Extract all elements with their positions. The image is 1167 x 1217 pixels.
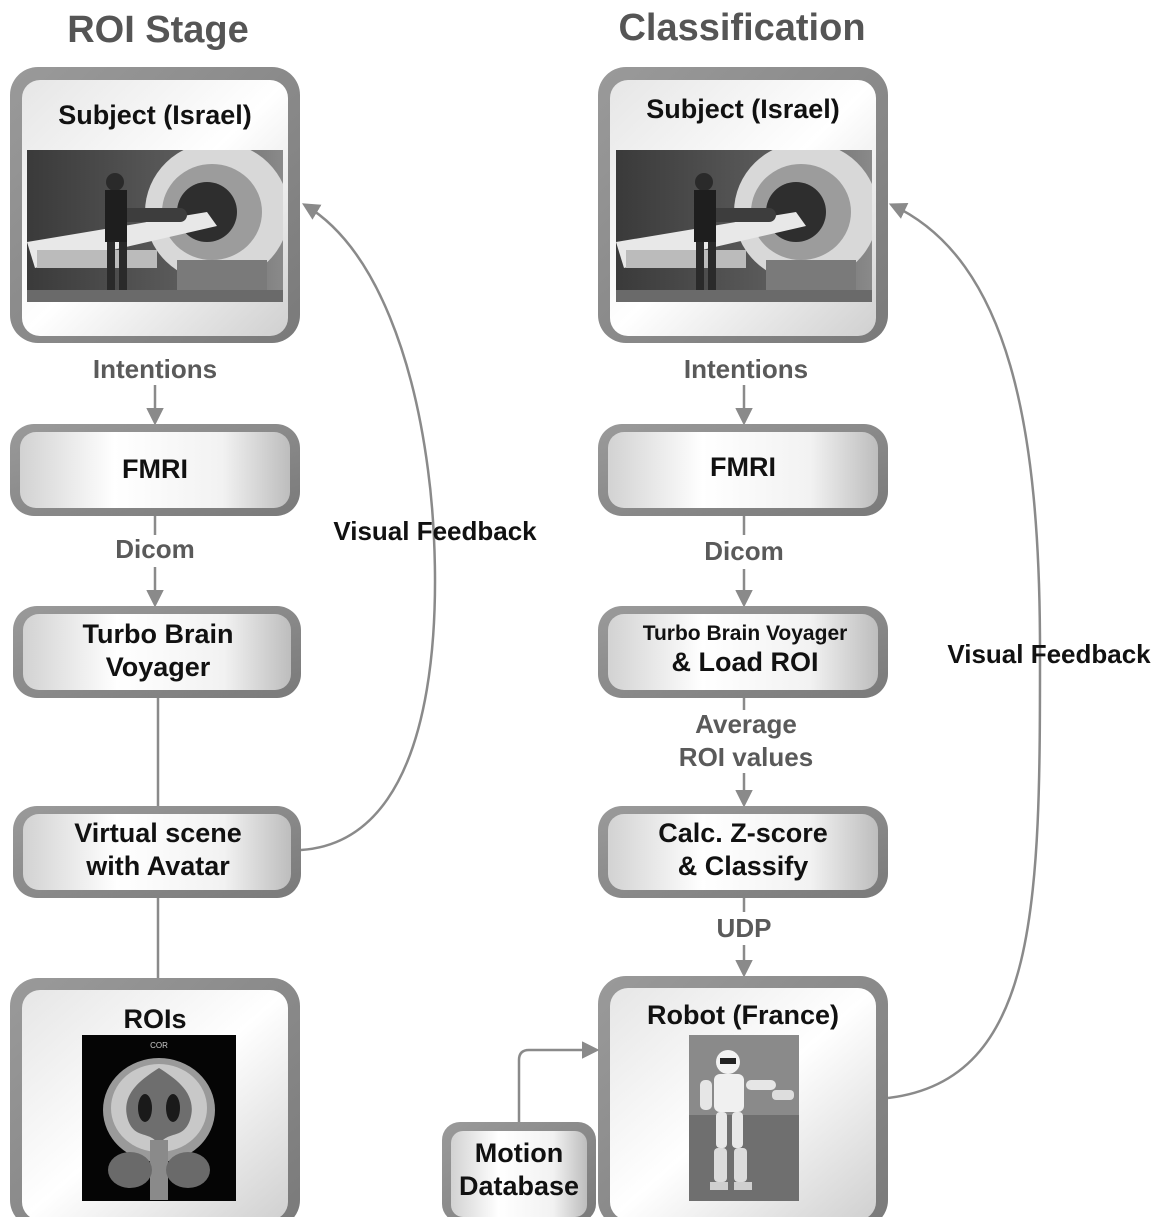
left-virtual-label-line1: Virtual scene bbox=[74, 818, 242, 848]
right-intentions-label: Intentions bbox=[684, 354, 808, 384]
left-fmri-box: FMRI bbox=[10, 424, 300, 516]
motion-database-label-line1: Motion bbox=[475, 1138, 563, 1168]
right-robot-box: Robot (France) bbox=[598, 976, 888, 1217]
right-tbv-label-line2: & Load ROI bbox=[672, 647, 819, 677]
right-subject-label: Subject (Israel) bbox=[646, 94, 840, 124]
left-rois-box: ROIs COR bbox=[10, 978, 300, 1217]
right-calc-label-line1: Calc. Z-score bbox=[658, 818, 828, 848]
right-feedback-arrow bbox=[887, 203, 1042, 1100]
motion-database-box: Motion Database bbox=[442, 1122, 596, 1217]
right-tbv-box: Turbo Brain Voyager & Load ROI bbox=[598, 606, 888, 698]
left-fmri-label: FMRI bbox=[122, 454, 188, 484]
left-rois-label: ROIs bbox=[123, 1004, 186, 1034]
right-robot-label: Robot (France) bbox=[647, 1000, 839, 1030]
mri-scanner-photo-icon bbox=[27, 142, 289, 302]
right-calc-label-line2: & Classify bbox=[678, 851, 809, 881]
right-dicom-label: Dicom bbox=[704, 536, 783, 566]
left-intentions-label: Intentions bbox=[93, 354, 217, 384]
left-feedback-label: Visual Feedback bbox=[333, 516, 537, 546]
left-tbv-label-line2: Voyager bbox=[106, 652, 211, 682]
right-avg-label-line2: ROI values bbox=[679, 742, 813, 772]
motion-database-arrow bbox=[517, 1041, 600, 1122]
left-subject-label: Subject (Israel) bbox=[58, 100, 252, 130]
right-fmri-box: FMRI bbox=[598, 424, 888, 516]
right-udp-label: UDP bbox=[717, 913, 772, 943]
left-column-title: ROI Stage bbox=[67, 9, 249, 51]
left-feedback-arrow bbox=[300, 203, 437, 852]
left-tbv-label-line1: Turbo Brain bbox=[83, 619, 234, 649]
brain-mri-scan-icon: COR bbox=[82, 1035, 236, 1201]
right-calc-box: Calc. Z-score & Classify bbox=[598, 806, 888, 898]
left-dicom-label: Dicom bbox=[115, 534, 194, 564]
right-feedback-label: Visual Feedback bbox=[947, 639, 1151, 669]
right-avg-label-line1: Average bbox=[695, 709, 797, 739]
left-virtual-box: Virtual scene with Avatar bbox=[13, 806, 301, 898]
motion-database-label-line2: Database bbox=[459, 1171, 579, 1201]
left-subject-box: Subject (Israel) bbox=[10, 67, 300, 343]
brain-scan-caption: COR bbox=[150, 1041, 168, 1050]
right-tbv-label-line1: Turbo Brain Voyager bbox=[643, 622, 848, 645]
humanoid-robot-photo-icon bbox=[689, 1035, 799, 1201]
right-subject-box: Subject (Israel) bbox=[598, 67, 888, 343]
right-fmri-label: FMRI bbox=[710, 452, 776, 482]
right-column-title: Classification bbox=[618, 7, 865, 49]
left-tbv-box: Turbo Brain Voyager bbox=[13, 606, 301, 698]
mri-scanner-photo-icon-right bbox=[616, 142, 878, 302]
left-virtual-label-line2: with Avatar bbox=[85, 851, 230, 881]
